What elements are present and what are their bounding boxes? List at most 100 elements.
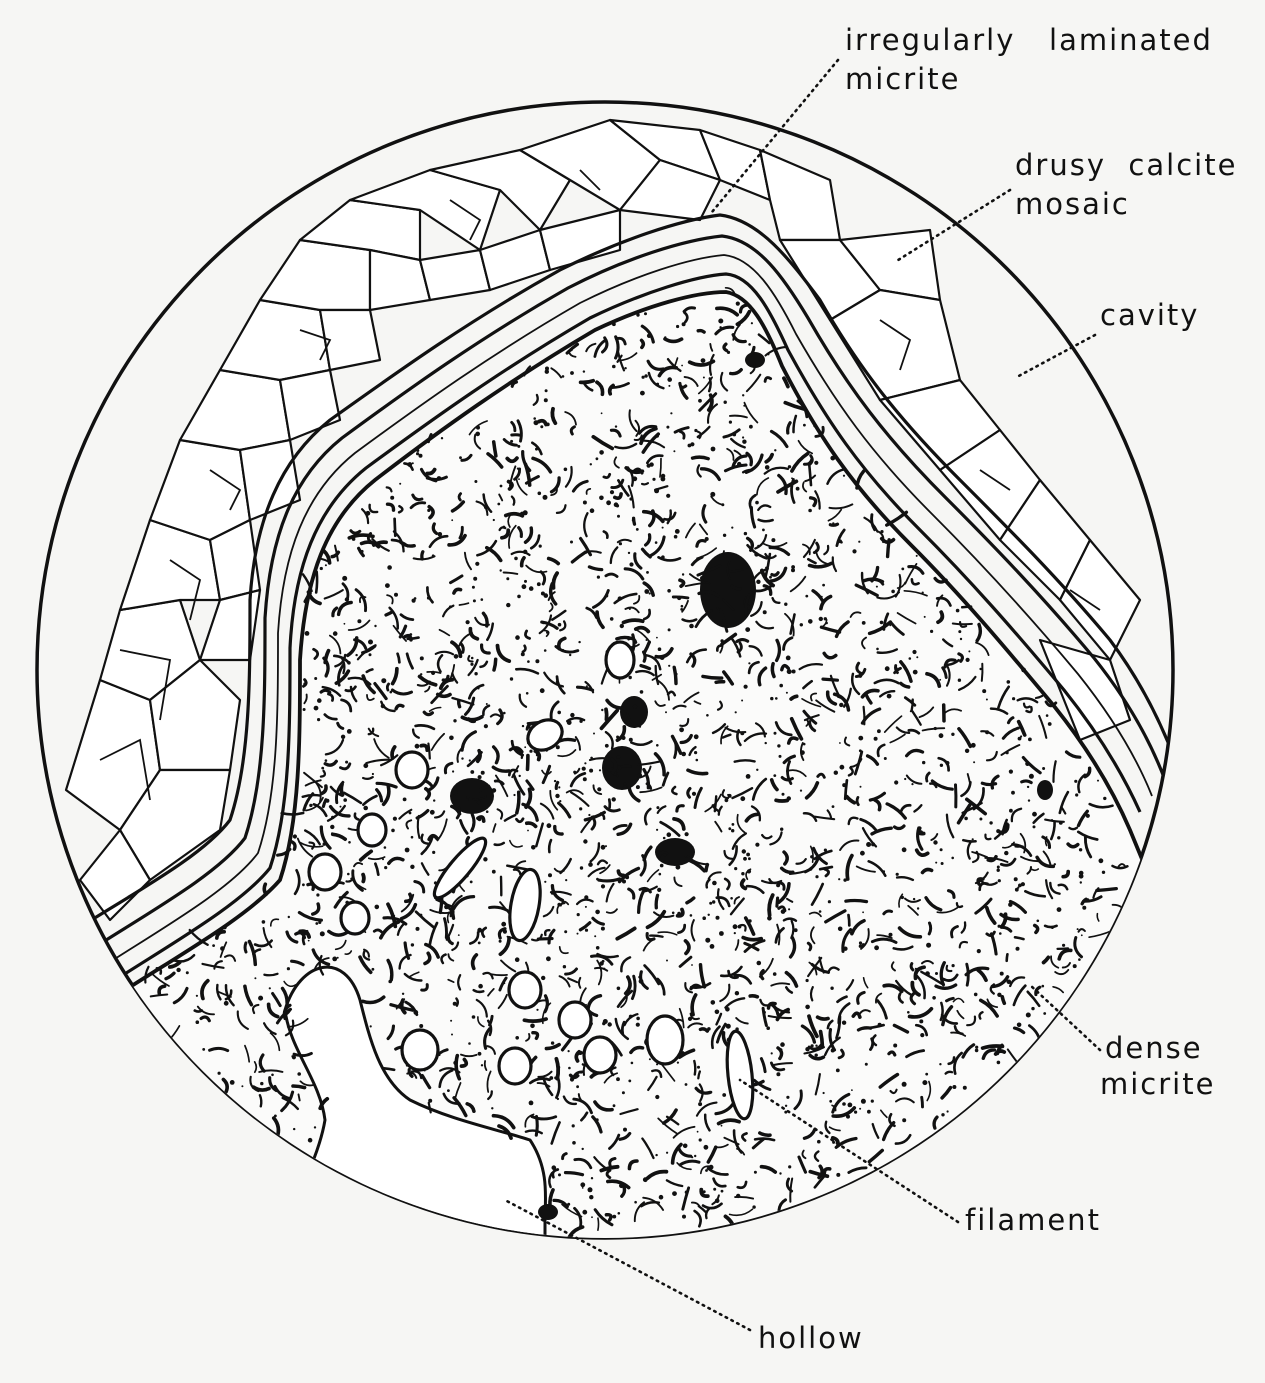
micrite-stroke (864, 707, 865, 724)
micrite-speck (308, 1138, 313, 1143)
micrite-speck (661, 555, 665, 559)
micrite-speck (492, 788, 497, 793)
micrite-speck (303, 708, 306, 711)
micrite-speck (484, 724, 488, 728)
micrite-speck (803, 424, 806, 427)
micrite-speck (583, 501, 587, 505)
micrite-speck (874, 737, 878, 741)
micrite-stroke (264, 884, 266, 894)
micrite-speck (956, 609, 960, 613)
label-mosaic: mosaic (1015, 187, 1130, 221)
micrite-speck (871, 1100, 874, 1103)
micrite-speck (786, 692, 788, 694)
micrite-speck (360, 550, 363, 553)
micrite-stroke (693, 457, 709, 459)
micrite-speck (655, 434, 659, 438)
micrite-speck (308, 940, 310, 942)
micrite-speck (317, 718, 320, 721)
micrite-speck (741, 700, 743, 702)
micrite-speck (608, 1022, 612, 1026)
micrite-speck (655, 541, 658, 544)
micrite-speck (681, 752, 686, 757)
micrite-speck (596, 878, 599, 881)
micrite-speck (667, 377, 672, 382)
micrite-speck (1029, 774, 1034, 779)
micrite-speck (773, 774, 776, 777)
micrite-speck (589, 1195, 593, 1199)
micrite-speck (909, 657, 912, 660)
micrite-speck (599, 769, 601, 771)
micrite-speck (697, 1131, 699, 1133)
micrite-speck (1082, 906, 1086, 910)
micrite-speck (762, 529, 765, 532)
micrite-speck (212, 944, 215, 947)
micrite-speck (742, 849, 746, 853)
micrite-speck (952, 1085, 956, 1089)
micrite-speck (258, 996, 263, 1001)
micrite-speck (625, 875, 629, 879)
micrite-speck (564, 468, 568, 472)
micrite-speck (871, 842, 875, 846)
micrite-speck (546, 423, 550, 427)
micrite-speck (510, 440, 513, 443)
micrite-speck (632, 519, 635, 522)
micrite-speck (588, 862, 593, 867)
micrite-speck (582, 1210, 587, 1215)
micrite-speck (721, 1125, 723, 1127)
micrite-speck (933, 840, 937, 844)
micrite-speck (1079, 848, 1082, 851)
micrite-speck (832, 805, 835, 808)
micrite-speck (774, 732, 777, 735)
micrite-stroke (387, 684, 388, 690)
micrite-speck (685, 1191, 688, 1194)
micrite-speck (1021, 668, 1026, 673)
micrite-speck (544, 881, 546, 883)
micrite-speck (840, 765, 845, 770)
micrite-speck (689, 624, 694, 629)
micrite-speck (704, 1145, 709, 1150)
micrite-speck (996, 829, 1000, 833)
micrite-speck (399, 483, 401, 485)
micrite-speck (666, 1152, 668, 1154)
micrite-speck (902, 847, 907, 852)
micrite-speck (618, 596, 622, 600)
micrite-speck (433, 799, 435, 801)
micrite-speck (1014, 877, 1018, 881)
micrite-speck (638, 976, 641, 979)
micrite-speck (577, 933, 579, 935)
micrite-speck (629, 1015, 633, 1019)
micrite-speck (746, 853, 750, 857)
micrite-speck (431, 671, 435, 675)
micrite-speck (668, 665, 670, 667)
micrite-speck (202, 1048, 205, 1051)
micrite-speck (271, 1074, 274, 1077)
micrite-speck (682, 1215, 686, 1219)
micrite-speck (740, 796, 745, 801)
micrite-speck (694, 751, 697, 754)
micrite-speck (1097, 780, 1099, 782)
micrite-speck (535, 659, 539, 663)
micrite-speck (603, 968, 605, 970)
micrite-speck (740, 731, 744, 735)
micrite-speck (756, 580, 760, 584)
micrite-speck (754, 552, 758, 556)
micrite-speck (1009, 809, 1013, 813)
micrite-speck (655, 1095, 659, 1099)
micrite-speck (459, 456, 462, 459)
micrite-speck (640, 391, 645, 396)
micrite-speck (680, 608, 683, 611)
micrite-speck (691, 964, 693, 966)
micrite-speck (934, 727, 937, 730)
micrite-speck (788, 908, 790, 910)
micrite-speck (924, 616, 926, 618)
micrite-speck (963, 1086, 967, 1090)
micrite-stroke (846, 901, 867, 902)
micrite-stroke (929, 923, 930, 934)
micrite-speck (590, 463, 592, 465)
micrite-speck (580, 1182, 585, 1187)
micrite-speck (613, 1104, 616, 1107)
micrite-speck (411, 943, 414, 946)
micrite-speck (861, 1099, 866, 1104)
micrite-speck (742, 394, 744, 396)
micrite-speck (450, 1020, 452, 1022)
